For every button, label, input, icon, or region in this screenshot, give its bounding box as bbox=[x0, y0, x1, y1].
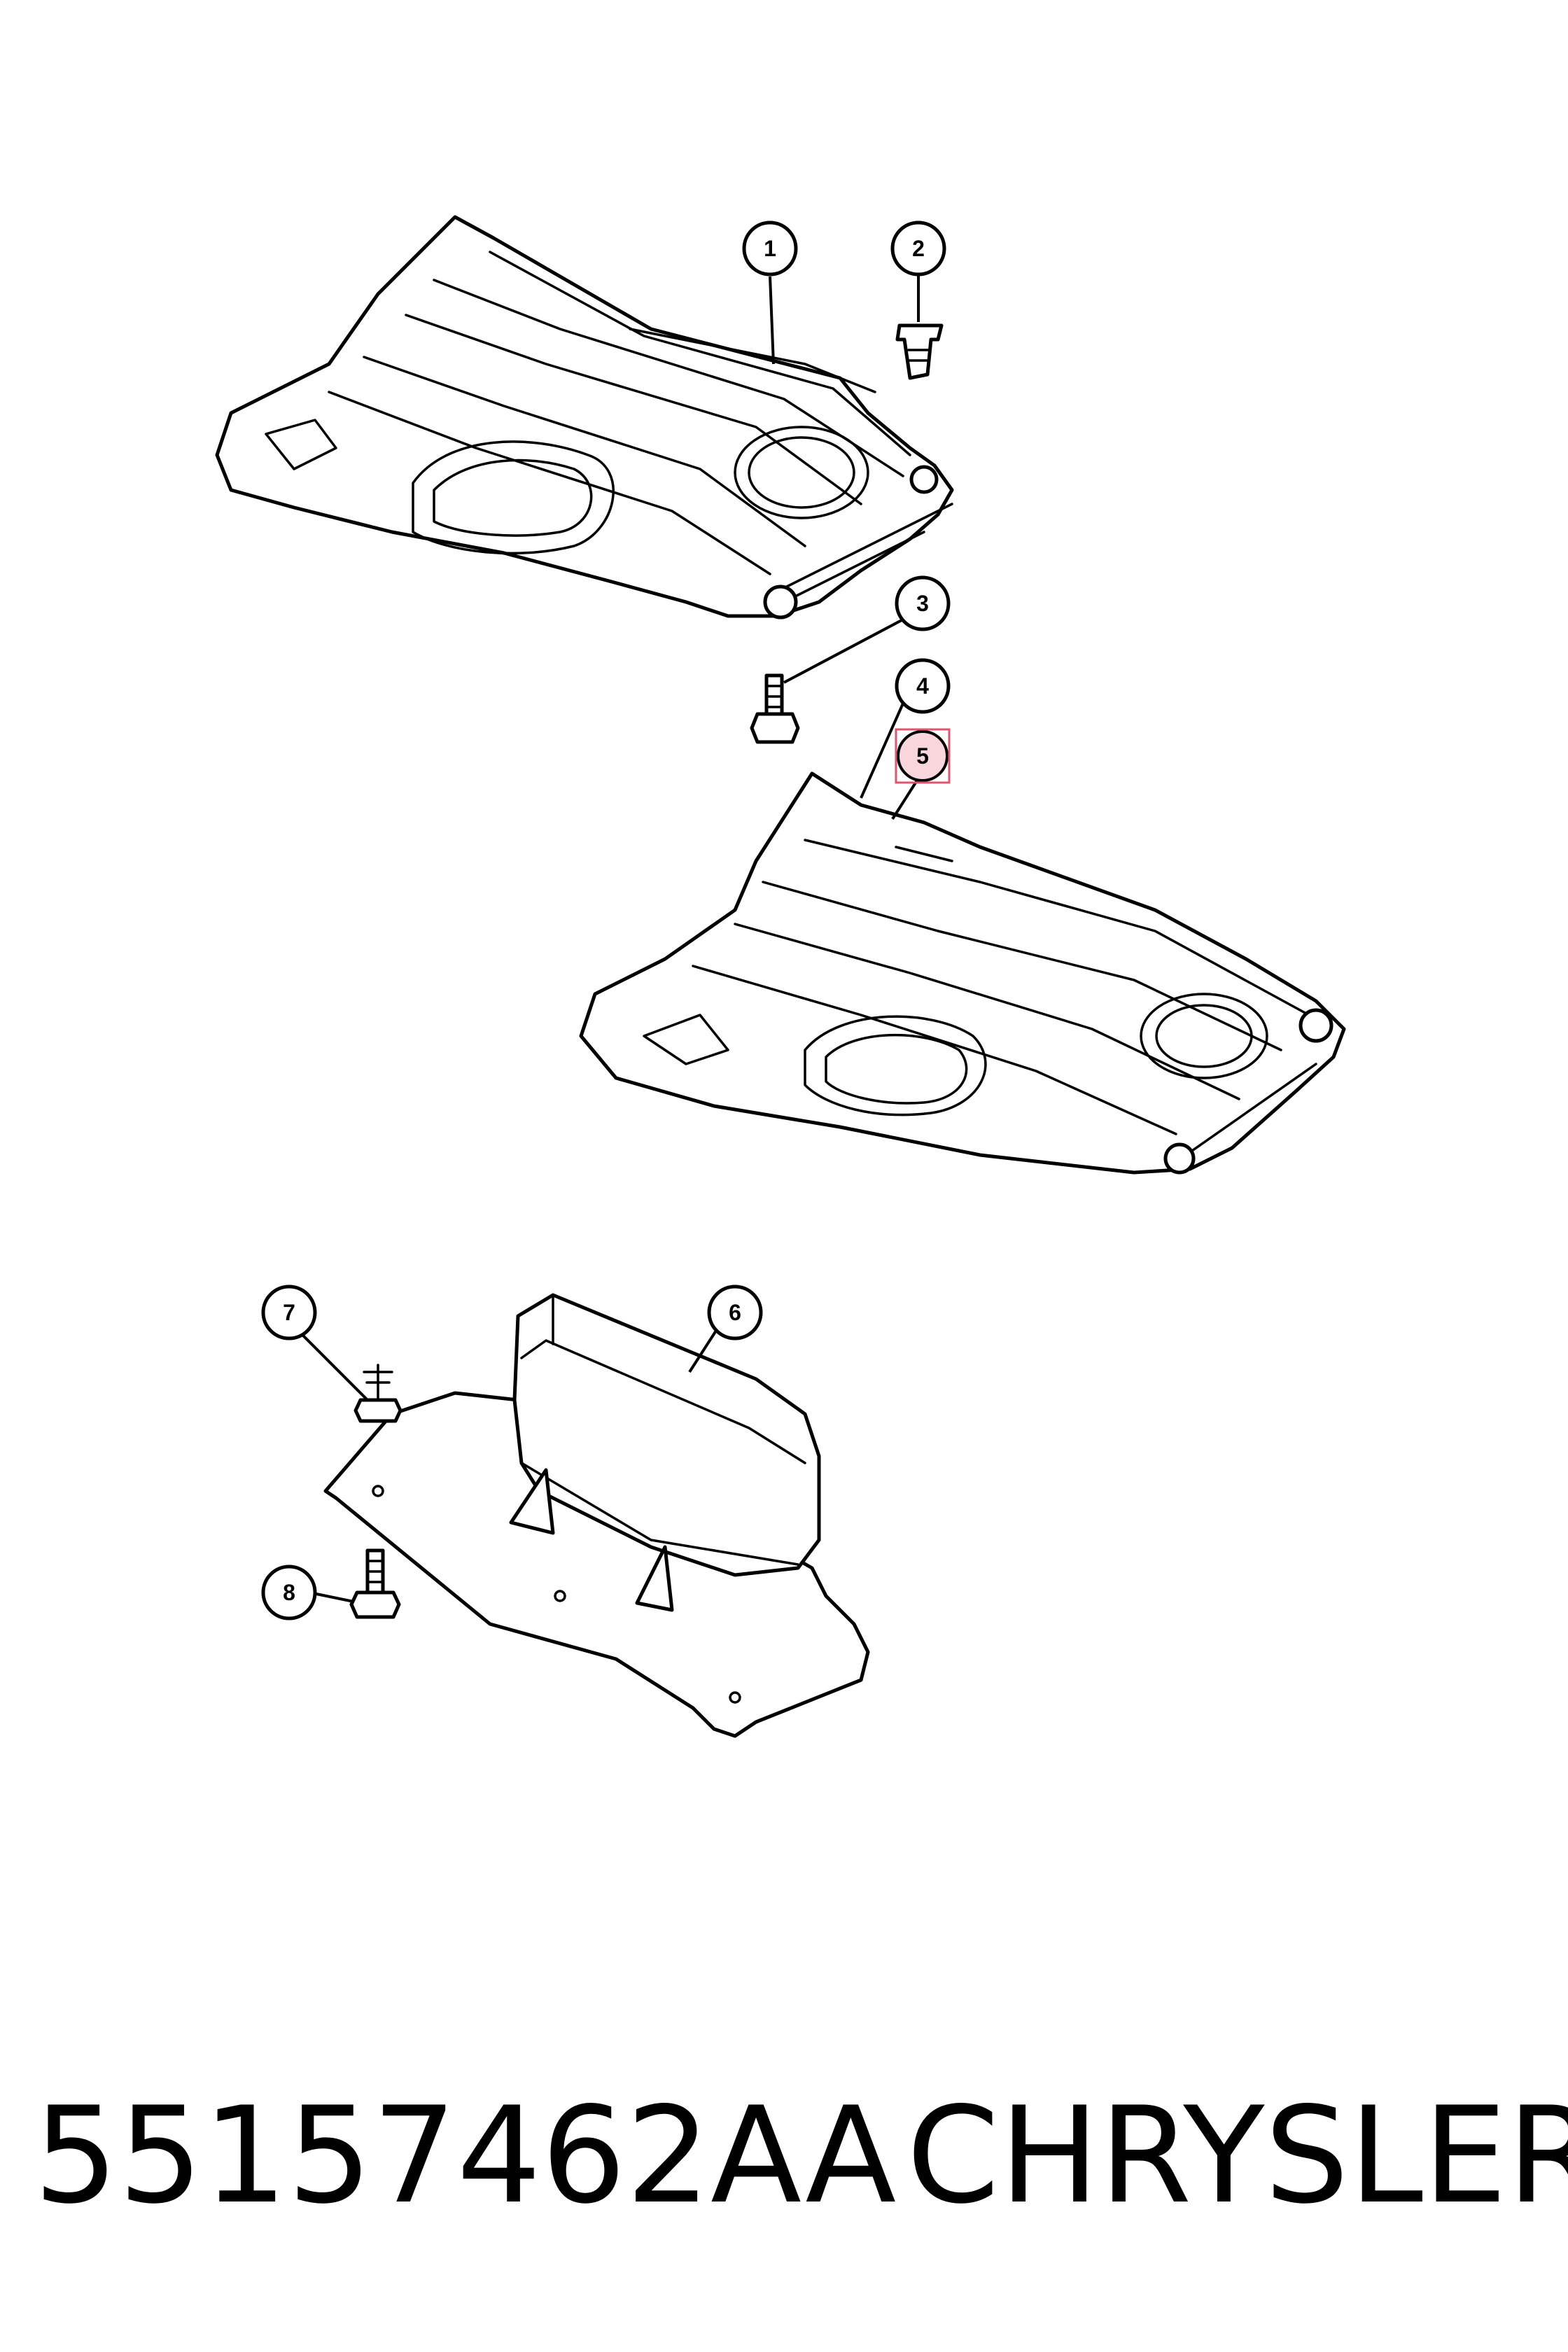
skid-plate-part-4 bbox=[579, 771, 1346, 1175]
callout-3: 3 bbox=[895, 575, 951, 631]
callout-5-label: 5 bbox=[916, 743, 929, 769]
nut-part-7 bbox=[354, 1364, 402, 1423]
callout-1-label: 1 bbox=[764, 236, 776, 261]
bolt-part-8 bbox=[349, 1548, 401, 1619]
callout-8-label: 8 bbox=[283, 1580, 295, 1605]
callout-4-label: 4 bbox=[916, 673, 929, 699]
part-number: 55157462AA bbox=[34, 2078, 897, 2233]
callout-8: 8 bbox=[261, 1564, 317, 1620]
callout-6-label: 6 bbox=[729, 1300, 741, 1325]
callout-2-label: 2 bbox=[912, 236, 925, 261]
grommet-part-2 bbox=[895, 323, 944, 380]
footer-caption: 55157462AA CHRYSLER bbox=[0, 2065, 1568, 2247]
callout-5: 5 bbox=[895, 728, 951, 784]
callout-7: 7 bbox=[261, 1284, 317, 1340]
callout-3-label: 3 bbox=[916, 591, 929, 616]
brand-name: CHRYSLER bbox=[906, 2078, 1568, 2233]
callout-2: 2 bbox=[890, 220, 946, 276]
callout-6: 6 bbox=[707, 1284, 763, 1340]
callout-7-label: 7 bbox=[283, 1300, 295, 1325]
heat-shield-part-6 bbox=[323, 1293, 870, 1738]
skid-plate-part-1 bbox=[215, 215, 954, 620]
callout-4: 4 bbox=[895, 658, 951, 714]
bolt-part-3 bbox=[750, 673, 800, 744]
callout-1: 1 bbox=[742, 220, 798, 276]
